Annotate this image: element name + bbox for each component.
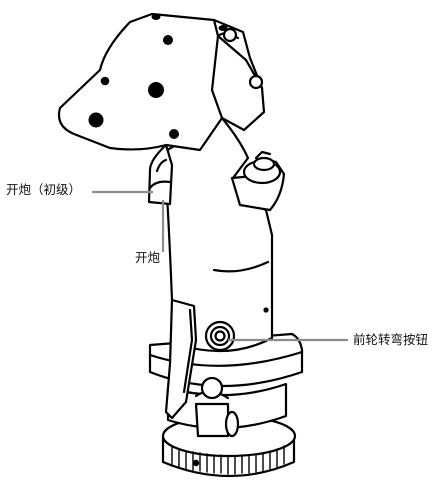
label-nosewheel-steering-button: 前轮转弯按钮 <box>353 332 429 347</box>
trigger <box>147 143 174 206</box>
leader-lines <box>92 190 348 342</box>
head-dots <box>88 14 228 139</box>
pinky-lever <box>164 298 240 438</box>
nosewheel-steering-button <box>204 320 236 352</box>
side-hat <box>230 150 286 212</box>
label-trigger: 开炮 <box>135 250 161 265</box>
grip-head <box>57 12 266 152</box>
grip-body <box>162 116 274 353</box>
label-trigger-first-stage: 开炮（初级） <box>6 182 82 197</box>
